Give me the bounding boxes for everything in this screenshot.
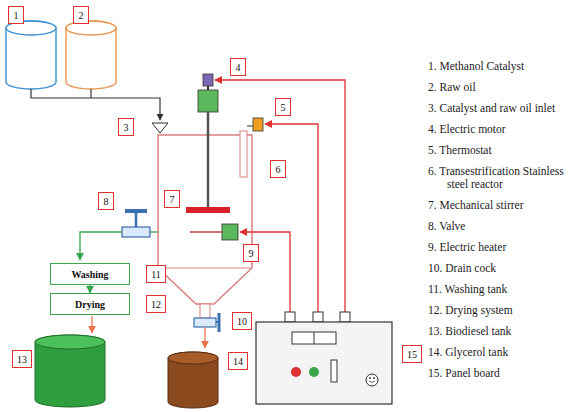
thermostat-lead bbox=[247, 126, 253, 127]
callout-number: 1 bbox=[8, 6, 24, 24]
reactor-seam bbox=[158, 268, 252, 269]
electric-heater bbox=[222, 224, 238, 240]
legend-item: 12. Drying system bbox=[428, 304, 584, 317]
supply-line bbox=[31, 89, 160, 120]
node-text: 8 bbox=[104, 196, 109, 207]
legend-item: 14. Glycerol tank bbox=[428, 346, 584, 359]
node-text: 1 bbox=[14, 10, 19, 21]
electric-motor bbox=[198, 90, 218, 112]
callout-number: 9 bbox=[243, 244, 259, 262]
oil-cylinder bbox=[66, 21, 116, 89]
legend-item: 1. Methanol Catalyst bbox=[428, 60, 584, 73]
node-text: Drying bbox=[75, 299, 105, 310]
motor-coupling bbox=[207, 86, 209, 90]
callout-number: 3 bbox=[118, 118, 134, 136]
motor-wire bbox=[215, 80, 345, 318]
biodiesel-tank bbox=[35, 335, 105, 407]
callout-number: 7 bbox=[164, 190, 180, 208]
panel-slider bbox=[331, 360, 337, 382]
valve-handle bbox=[125, 209, 147, 213]
panel-terminal bbox=[313, 312, 323, 322]
node-text: 3 bbox=[124, 122, 129, 133]
valve-stem bbox=[135, 212, 138, 227]
legend-item: 8. Valve bbox=[428, 220, 584, 233]
node-text: 6 bbox=[276, 164, 281, 175]
process-box: Drying bbox=[50, 293, 130, 315]
product-line bbox=[91, 316, 92, 333]
start-button bbox=[309, 367, 319, 377]
node-text: 13 bbox=[17, 354, 27, 365]
flow-arrow bbox=[89, 285, 90, 293]
node-text: 10 bbox=[237, 316, 247, 327]
panel-terminal bbox=[340, 312, 350, 322]
callout-number: 4 bbox=[230, 58, 246, 76]
legend-item: 5. Thermostat bbox=[428, 144, 584, 157]
legend-list: 1. Methanol Catalyst 2. Raw oil 3. Catalys… bbox=[428, 60, 584, 388]
motor-cap bbox=[203, 74, 213, 86]
heater-element bbox=[190, 231, 222, 233]
outlet-pipe bbox=[150, 231, 158, 232]
callout-number: 15 bbox=[402, 345, 422, 363]
node-text: 9 bbox=[249, 248, 254, 259]
node-text: 12 bbox=[151, 299, 161, 310]
biodiesel-tank-top bbox=[35, 335, 105, 349]
panel-indicator bbox=[366, 374, 378, 386]
stop-button bbox=[291, 367, 301, 377]
legend-item: 10. Drain cock bbox=[428, 262, 584, 275]
panel-terminal bbox=[285, 312, 295, 322]
panel-indicator-dot bbox=[369, 377, 371, 379]
legend-item: 2. Raw oil bbox=[428, 81, 584, 94]
node-text: 11 bbox=[151, 269, 161, 280]
reactor-outlet bbox=[200, 304, 210, 318]
node-text: 2 bbox=[79, 10, 84, 21]
node-text: 15 bbox=[407, 349, 417, 360]
supply-line bbox=[90, 89, 91, 98]
glycerol-tank-top bbox=[168, 352, 218, 364]
node-text: Washing bbox=[71, 269, 108, 280]
process-box: Washing bbox=[50, 263, 130, 285]
inlet-funnel bbox=[152, 123, 168, 133]
callout-number: 14 bbox=[228, 352, 248, 370]
node-text: 7 bbox=[170, 194, 175, 205]
node-text: 5 bbox=[281, 102, 286, 113]
callout-number: 5 bbox=[275, 98, 291, 116]
stirrer-shaft bbox=[207, 112, 210, 207]
glycerol-line bbox=[204, 327, 205, 348]
node-text: 4 bbox=[236, 62, 241, 73]
legend-item: 4. Electric motor bbox=[428, 123, 584, 136]
drain-cock-stem bbox=[216, 321, 219, 323]
panel-display bbox=[292, 332, 336, 344]
panel-board bbox=[256, 322, 392, 404]
glycerol-tank bbox=[168, 352, 218, 408]
heater-wire bbox=[240, 232, 290, 318]
drain-cock bbox=[194, 318, 216, 327]
legend-item: 6. Transestrification Stainless steel re… bbox=[428, 165, 584, 191]
thermostat bbox=[253, 118, 263, 131]
callout-number: 13 bbox=[12, 350, 32, 368]
callout-number: 11 bbox=[146, 265, 166, 283]
legend-item: 7. Mechanical stirrer bbox=[428, 199, 584, 212]
legend-item: 11. Washing tank bbox=[428, 283, 584, 296]
methanol-cylinder bbox=[6, 21, 56, 89]
legend-item: 9. Electric heater bbox=[428, 241, 584, 254]
legend-item: 13. Biodiesel tank bbox=[428, 325, 584, 338]
reactor-vessel bbox=[158, 135, 252, 304]
stirrer-blade bbox=[186, 207, 230, 213]
panel-indicator-dot bbox=[373, 377, 375, 379]
callout-number: 12 bbox=[146, 295, 166, 313]
thermostat-wire bbox=[265, 124, 318, 318]
biodiesel-line bbox=[80, 232, 122, 260]
valve-body bbox=[122, 227, 150, 237]
callout-number: 8 bbox=[98, 192, 114, 210]
callout-number: 10 bbox=[232, 312, 252, 330]
callout-number: 6 bbox=[270, 160, 286, 178]
panel-display-divider bbox=[314, 332, 315, 344]
legend-item: 3. Catalyst and raw oil inlet bbox=[428, 102, 584, 115]
thermostat-probe bbox=[240, 131, 247, 177]
node-text: 14 bbox=[233, 356, 243, 367]
panel-indicator-mark bbox=[369, 381, 375, 383]
callout-number: 2 bbox=[73, 6, 89, 24]
legend-item: 15. Panel board bbox=[428, 367, 584, 380]
